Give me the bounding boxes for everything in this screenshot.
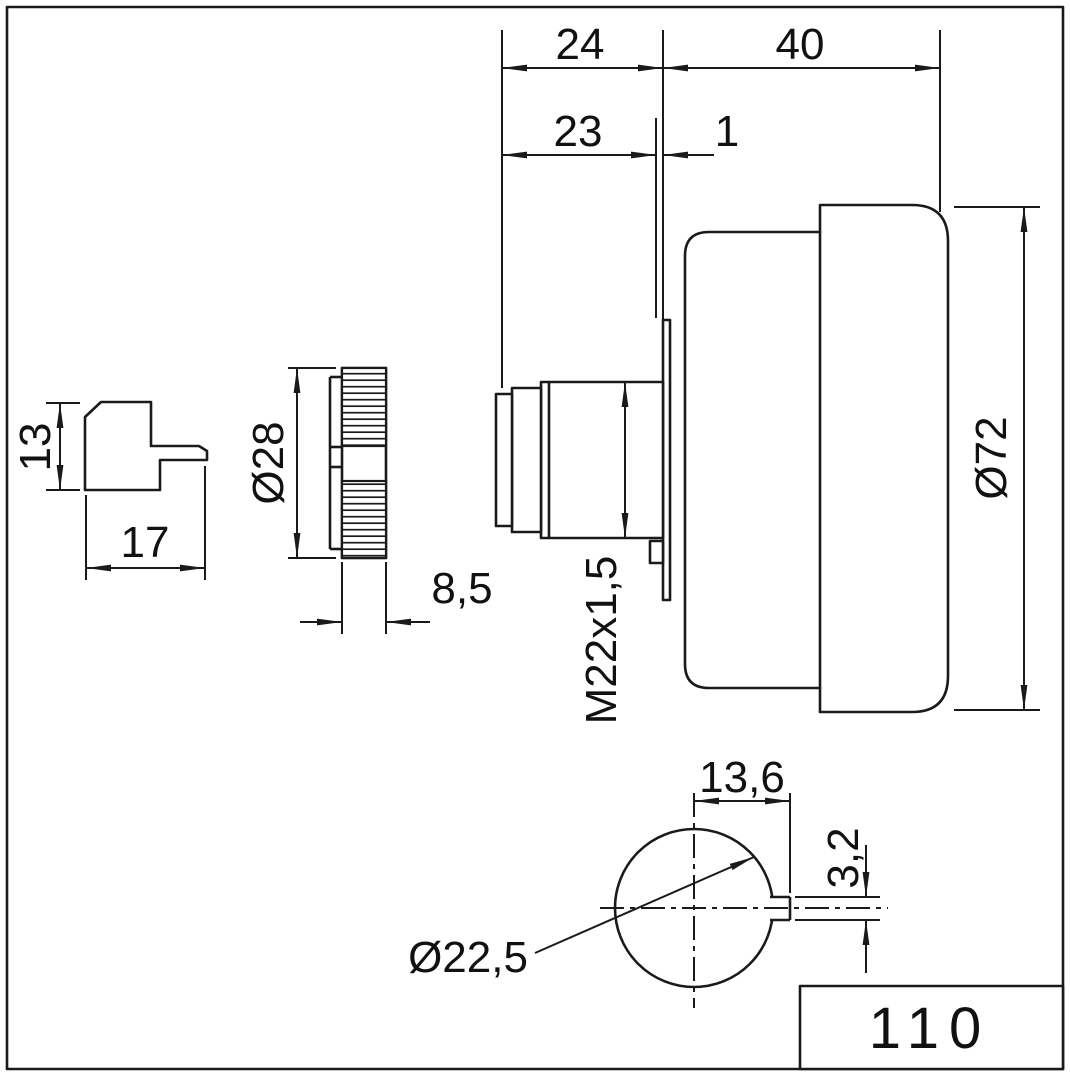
dim-label-notch-height: 3,2: [819, 827, 868, 888]
top-dimensions: 24 40 23 1: [501, 20, 941, 388]
dim-label-23: 23: [554, 107, 603, 156]
knurl-band-bottom: [340, 479, 388, 560]
front-cap-outline: [494, 392, 514, 528]
dim-label-40: 40: [776, 20, 825, 69]
dim-label-housing-diameter: Ø72: [967, 416, 1016, 499]
title-block: 110: [798, 984, 1065, 1071]
thread-outline: [539, 380, 665, 540]
clip-side-view: 13 17: [11, 400, 209, 580]
title-block-frame: [798, 984, 1065, 1071]
front-ring-outline: [510, 386, 543, 534]
dim-label-13: 13: [11, 423, 60, 472]
nut-side-view: Ø28 8,5: [244, 366, 493, 634]
leader-line-cutout-diameter: [534, 856, 755, 954]
dim-label-nut-diameter: Ø28: [244, 421, 293, 504]
dim-label-24: 24: [556, 20, 605, 69]
dim-label-cutout-width: 13,6: [699, 753, 785, 802]
dim-label-17: 17: [121, 518, 170, 567]
clip-outline: [83, 400, 209, 492]
dim-label-nut-width: 8,5: [431, 564, 492, 613]
dim-label-thread: M22x1,5: [577, 556, 626, 725]
title-block-part-number: 110: [869, 996, 991, 1061]
lens-outline: [818, 203, 950, 714]
knurl-band-top: [340, 366, 388, 448]
lamp-side-view: M22x1,5 Ø72: [494, 203, 1040, 725]
housing-body-outline: [683, 230, 820, 690]
key-tab-outline: [648, 539, 665, 565]
panel-cutout-view: 13,6 3,2 Ø22,5: [408, 753, 888, 1008]
dim-label-1: 1: [715, 107, 739, 156]
drawing-border: [5, 5, 1065, 1071]
dim-label-cutout-diameter: Ø22,5: [408, 933, 528, 982]
